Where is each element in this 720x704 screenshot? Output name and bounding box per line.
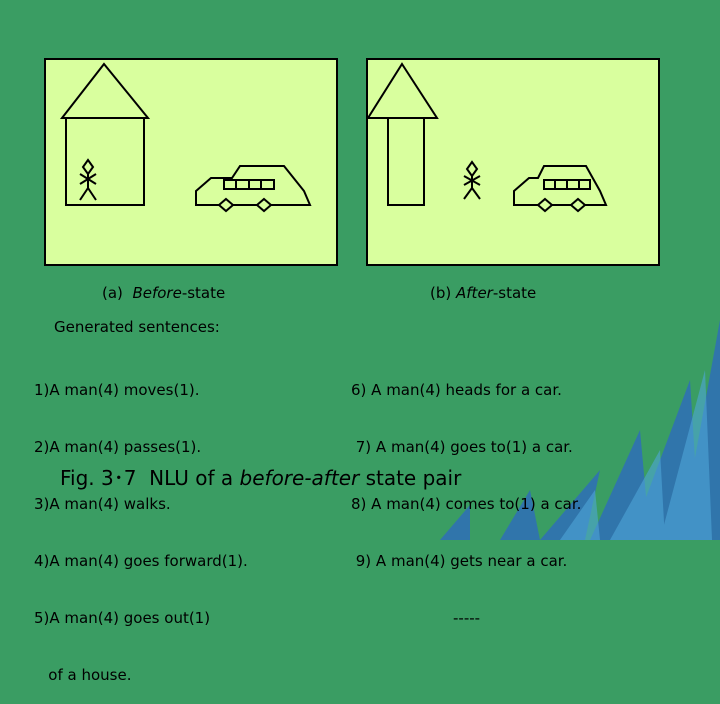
sentence-item: 9) A man(4) gets near a car. xyxy=(351,552,568,570)
caption-b-suffix: -state xyxy=(492,284,537,302)
generated-sentences-heading: Generated sentences: xyxy=(54,318,220,336)
caption-a-suffix: -state xyxy=(181,284,226,302)
caption-a-italic: Before xyxy=(132,284,182,302)
sentence-separator: ----- xyxy=(453,609,481,627)
after-state-caption: (b) After-state xyxy=(430,284,536,302)
before-state-caption: (a) Before-state xyxy=(102,284,225,302)
caption-a-label: (a) xyxy=(102,284,123,302)
car-icon xyxy=(195,165,312,213)
sentence-item: 2)A man(4) passes(1). xyxy=(34,438,202,456)
house-icon xyxy=(368,62,439,206)
figure-caption-suffix: state pair xyxy=(359,466,462,490)
figure-caption-prefix: Fig. 3･7 NLU of a xyxy=(60,466,240,490)
caption-b-italic: After xyxy=(456,284,493,302)
sentence-item: 8) A man(4) comes to(1) a car. xyxy=(351,495,582,513)
sentence-item: 5)A man(4) goes out(1) xyxy=(34,609,211,627)
sentence-item: of a house. xyxy=(34,666,132,684)
figure-caption-italic: before-after xyxy=(239,466,360,490)
sentence-item: 1)A man(4) moves(1). xyxy=(34,381,200,399)
caption-b-label: (b) xyxy=(430,284,452,302)
after-state-panel xyxy=(366,58,660,266)
sentence-item: 3)A man(4) walks. xyxy=(34,495,171,513)
sentence-item: 7) A man(4) goes to(1) a car. xyxy=(351,438,573,456)
figure-caption: Fig. 3･7 NLU of a before-after state pai… xyxy=(60,462,461,491)
right-sentence-list: 6) A man(4) heads for a car. 7) A man(4)… xyxy=(351,343,581,647)
house-icon xyxy=(59,62,151,206)
car-icon xyxy=(513,165,608,213)
man-figure-icon xyxy=(463,160,481,200)
background-decoration xyxy=(440,320,720,540)
sentence-item: 6) A man(4) heads for a car. xyxy=(351,381,562,399)
left-sentence-list: 1)A man(4) moves(1). 2)A man(4) passes(1… xyxy=(34,343,248,704)
sentence-item: 4)A man(4) goes forward(1). xyxy=(34,552,248,570)
man-figure-icon xyxy=(79,158,97,201)
before-state-panel xyxy=(44,58,338,266)
